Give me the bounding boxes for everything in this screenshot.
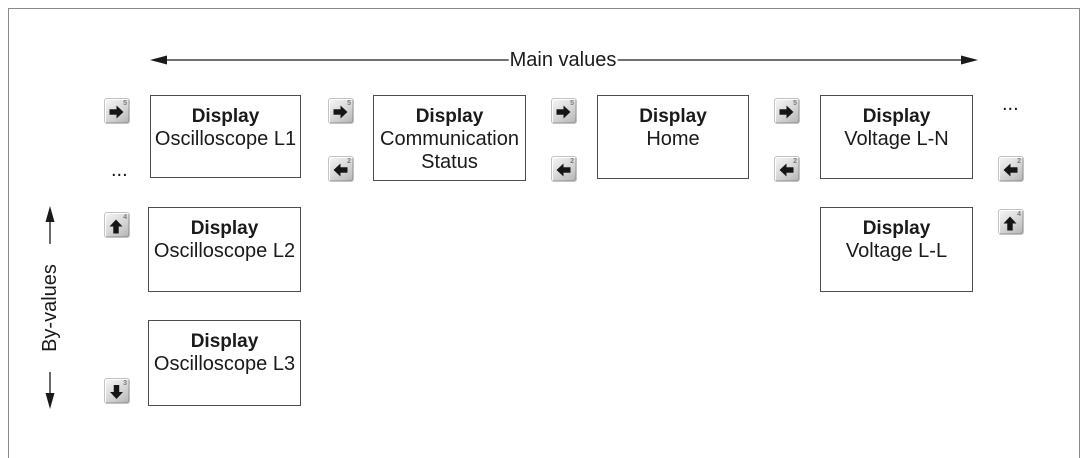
left-arrow-key: 2 — [328, 156, 354, 182]
key-number: 5 — [570, 100, 574, 107]
screen-oscilloscope-l3: Display Oscilloscope L3 — [148, 320, 301, 406]
up-arrow-key: 4 — [104, 212, 130, 238]
screen-title: Display — [191, 106, 260, 127]
arrow-left-icon — [556, 163, 571, 177]
more-by-values-ellipsis: ... — [111, 159, 128, 181]
screen-home: Display Home — [597, 95, 749, 179]
main-values-arrowhead-left — [150, 55, 167, 65]
screen-oscilloscope-l2: Display Oscilloscope L2 — [148, 207, 301, 292]
arrow-left-icon — [1003, 163, 1018, 177]
screen-title: Display — [415, 106, 484, 127]
left-arrow-key: 2 — [774, 156, 800, 182]
screen-title: Display — [190, 218, 259, 239]
key-number: 2 — [793, 158, 797, 165]
down-arrow-key: 3 — [104, 378, 130, 404]
right-arrow-key: 5 — [328, 98, 354, 124]
screen-title: Display — [639, 106, 707, 127]
main-values-arrowhead-right — [961, 55, 978, 65]
diagram-frame — [8, 8, 1080, 458]
screen-label: Voltage L-L — [845, 240, 948, 262]
screen-title: Display — [190, 331, 259, 352]
key-number: 5 — [123, 100, 127, 107]
arrow-right-icon — [779, 105, 794, 119]
main-values-label: Main values — [508, 48, 618, 72]
arrow-left-icon — [779, 163, 794, 177]
left-arrow-key: 2 — [551, 156, 577, 182]
arrow-up-icon — [109, 219, 123, 234]
key-number: 5 — [347, 100, 351, 107]
screen-label: Oscilloscope L1 — [154, 128, 297, 150]
key-number: 4 — [1017, 211, 1021, 218]
screen-label: Communication — [380, 128, 519, 150]
screen-voltage-l-n: Display Voltage L-N — [820, 95, 973, 179]
key-number: 2 — [1017, 158, 1021, 165]
up-arrow-key: 4 — [998, 209, 1024, 235]
by-values-label: By-values — [39, 244, 61, 372]
screen-label: Home — [646, 128, 700, 150]
by-values-arrowhead-down — [45, 393, 55, 409]
arrow-right-icon — [333, 105, 348, 119]
more-main-values-ellipsis: ... — [1002, 93, 1019, 115]
screen-label: Oscilloscope L2 — [153, 240, 296, 262]
by-values-arrowhead-up — [45, 206, 55, 222]
arrow-up-icon — [1003, 216, 1017, 231]
arrow-right-icon — [109, 105, 124, 119]
key-number: 4 — [123, 214, 127, 221]
arrow-right-icon — [556, 105, 571, 119]
arrow-left-icon — [333, 163, 348, 177]
screen-title: Display — [862, 218, 931, 239]
right-arrow-key: 5 — [104, 98, 130, 124]
key-number: 2 — [347, 158, 351, 165]
screen-label: Status — [421, 151, 478, 173]
screen-label: Oscilloscope L3 — [153, 353, 296, 375]
screen-label: Voltage L-N — [844, 128, 949, 150]
right-arrow-key: 5 — [774, 98, 800, 124]
key-number: 3 — [123, 380, 127, 387]
right-arrow-key: 5 — [551, 98, 577, 124]
key-number: 5 — [793, 100, 797, 107]
arrow-down-icon — [110, 385, 123, 399]
left-arrow-key: 2 — [998, 156, 1024, 182]
screen-voltage-l-l: Display Voltage L-L — [820, 207, 973, 292]
key-number: 2 — [570, 158, 574, 165]
screen-communication-status: Display Communication Status — [373, 95, 526, 181]
screen-oscilloscope-l1: Display Oscilloscope L1 — [150, 95, 301, 178]
screen-title: Display — [862, 106, 931, 127]
